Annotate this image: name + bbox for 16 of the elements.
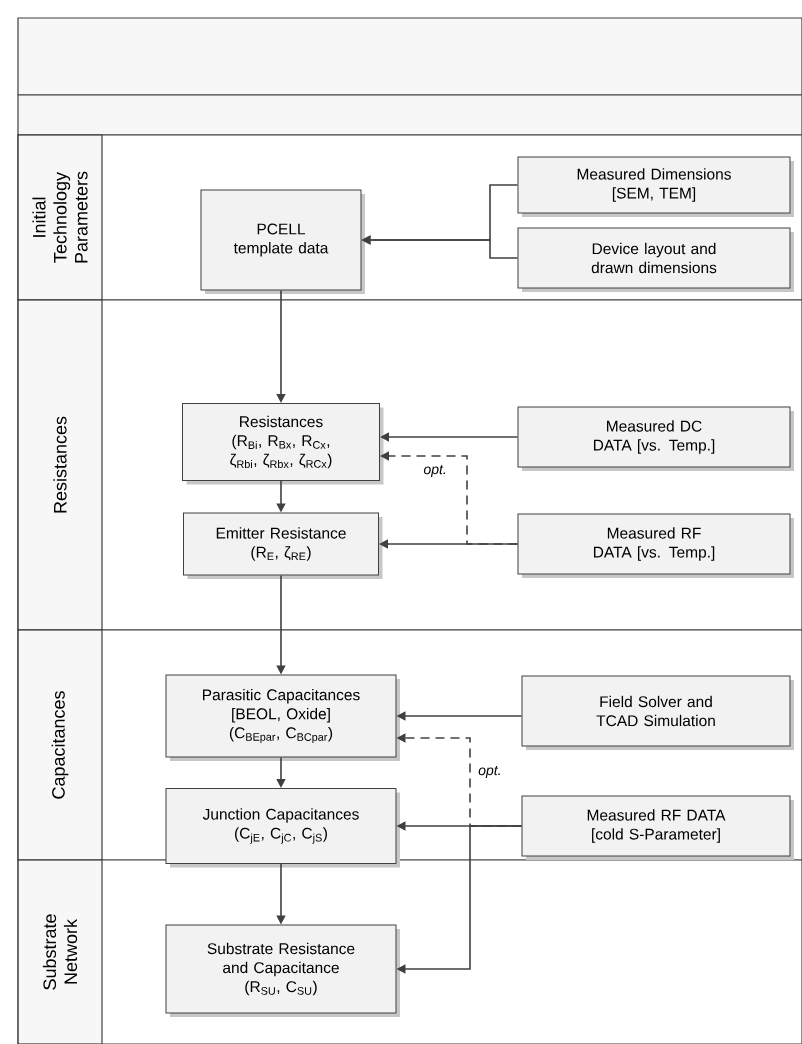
process-box: Measured Dimensions [SEM, TEM] bbox=[517, 156, 794, 217]
process-box: Measured DC DATA [vs. Temp.] bbox=[517, 406, 794, 471]
process-box: PCELL template data bbox=[200, 189, 365, 294]
process-box: Measured RF DATA [vs. Temp.] bbox=[517, 513, 794, 578]
process-box: Measured RF DATA [cold S-Parameter] bbox=[521, 795, 794, 860]
process-box: Resistances (R$_{Bi}$, R$_{Bx}$, R$_{Cx}$, ζ$_{Rbi}$, ζ$_{Rbx}$, ζ$_{RCx}$) bbox=[182, 403, 384, 485]
process-box: Substrate Resistance and Capacitance (R$_{SU}$, C$_{SU}$) bbox=[165, 924, 400, 1017]
process-box: Junction Capacitances (C$_{jE}$, C$_{jC}$, C$_{jS}$) bbox=[165, 788, 400, 868]
process-box: Emitter Resistance (R$_{E}$, ζ$_{RE}$) bbox=[183, 512, 383, 579]
edge-label: opt. bbox=[478, 766, 500, 778]
process-box: Field Solver and TCAD Simulation bbox=[521, 675, 794, 750]
process-box: Parasitic Capacitances [BEOL, Oxide] (C$_{BEpar}$, C$_{BCpar}$) bbox=[165, 674, 400, 761]
arrow bbox=[276, 289, 286, 403]
edge-label: opt. bbox=[423, 465, 446, 477]
process-box: Device layout and drawn dimensions bbox=[517, 227, 794, 292]
header-band bbox=[17, 17, 802, 96]
